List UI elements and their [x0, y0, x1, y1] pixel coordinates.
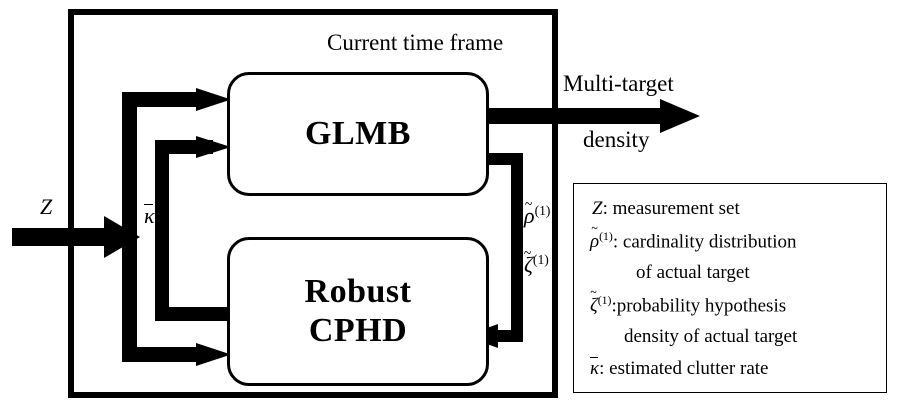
- legend-box: Z: measurement set ρ(1): cardinality dis…: [573, 183, 887, 393]
- legend-row: of actual target: [636, 262, 750, 284]
- clutter-rate-symbol: κ: [144, 203, 155, 228]
- measurement-bus: [122, 88, 231, 366]
- block-robust-cphd-label-line1: Robust: [304, 273, 412, 311]
- legend-row: ρ(1): cardinality distribution: [590, 230, 797, 253]
- rho-feedback-label: ρ(1): [524, 204, 550, 227]
- legend-row: Z: measurement set: [592, 198, 740, 220]
- legend-row: κ: estimated clutter rate: [590, 356, 769, 380]
- clutter-rate-bus: [155, 136, 247, 321]
- block-robust-cphd-label: Robust CPHD: [305, 273, 412, 349]
- legend-symbol: Z: [592, 198, 603, 219]
- current-time-frame-border: [68, 9, 558, 398]
- legend-symbol: κ: [590, 356, 600, 379]
- legend-text: : cardinality distribution: [612, 231, 797, 253]
- zeta-symbol: ζ: [524, 254, 533, 276]
- legend-symbol-superscript: (1): [597, 294, 612, 307]
- current-time-frame-label: Current time frame: [327, 30, 504, 55]
- legend-symbol: ρ: [590, 231, 599, 253]
- multi-target-density-arrow: [478, 99, 700, 133]
- legend-row: density of actual target: [624, 326, 797, 348]
- output-label-line2: density: [583, 127, 650, 152]
- legend-row: ζ(1):probability hypothesis: [590, 294, 786, 317]
- legend-symbol: ζ: [590, 295, 598, 317]
- clutter-rate-label: κ: [144, 203, 155, 228]
- rho-superscript: (1): [534, 203, 551, 218]
- block-robust-cphd[interactable]: Robust CPHD: [227, 237, 489, 386]
- legend-text: : estimated clutter rate: [599, 358, 769, 379]
- legend-text: of actual target: [636, 262, 750, 283]
- legend-text: density of actual target: [624, 326, 798, 347]
- legend-text: :probability hypothesis: [611, 295, 787, 317]
- block-robust-cphd-label-line2: CPHD: [308, 311, 408, 349]
- zeta-feedback-label: ζ(1): [524, 253, 549, 276]
- legend-text: : measurement set: [602, 198, 740, 219]
- output-label-line1: Multi-target: [563, 71, 674, 96]
- input-z-arrow: [12, 216, 140, 258]
- zeta-superscript: (1): [532, 252, 549, 267]
- rho-symbol: ρ: [524, 205, 535, 227]
- legend-symbol-superscript: (1): [599, 230, 613, 243]
- input-z-label: Z: [40, 194, 53, 219]
- block-glmb-label: GLMB: [305, 115, 411, 152]
- block-glmb[interactable]: GLMB: [227, 72, 489, 196]
